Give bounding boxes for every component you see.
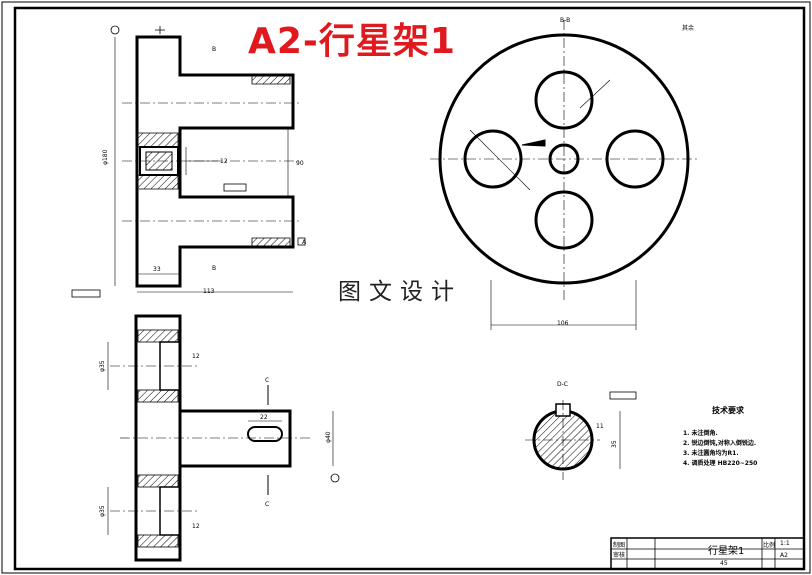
dim-hole-dia-bottom: φ35 (99, 505, 106, 517)
title-block-material: 45 (720, 560, 728, 567)
roughness-note: 其余 (682, 24, 694, 32)
dim-circle-width: 106 (557, 320, 569, 327)
circular-view (430, 20, 700, 330)
label-a: A (302, 239, 307, 246)
label-section-top: B-B (560, 17, 570, 24)
dim-hole-12-top: 12 (192, 353, 200, 360)
watermark-text: 图文设计 (338, 279, 462, 305)
dim-hole-dia-top: φ35 (99, 360, 106, 372)
tech-requirements-title: 技术要求 (712, 406, 744, 415)
dim-key-width: 11 (596, 423, 604, 430)
label-b-top: B (212, 46, 216, 53)
tech-requirement-item: 1. 未注倒角. (683, 430, 718, 437)
shaft-section-view (107, 314, 340, 562)
title-block-drawn-by: 制图 (613, 542, 626, 549)
title-block-sheet: A2 (780, 552, 788, 559)
tech-requirement-item: 2. 锐边倒钝,对称入倒锐边. (683, 440, 757, 447)
label-dc: D-C (557, 381, 568, 388)
tech-requirement-item: 3. 未注圆角均为R1. (683, 450, 739, 457)
drawing-title: A2-行星架1 (248, 21, 456, 62)
dim-key-depth: 35 (611, 440, 618, 448)
tech-requirement-item: 4. 调质处理 HB220~250 (683, 460, 758, 467)
label-b-bottom: B (212, 265, 216, 272)
dim-keyway-22: 22 (260, 414, 268, 421)
front-section-view (71, 25, 306, 298)
shaft-body (178, 409, 292, 468)
title-block-scale-label: 比例 (763, 542, 776, 549)
label-c-bottom: C (265, 501, 269, 508)
shaft-cross-section (525, 391, 637, 480)
dim-height-90: 90 (296, 160, 304, 167)
keyway (247, 426, 283, 442)
inner-border (13, 6, 806, 571)
dim-shaft-dia: φ40 (325, 431, 332, 443)
title-block-checked-by: 审核 (613, 552, 626, 559)
dim-bottom-width: 113 (203, 288, 215, 295)
title-block-scale-value: 1:1 (780, 540, 790, 547)
dim-hole-12-bottom: 12 (192, 523, 200, 530)
title-block-part-name: 行星架1 (708, 546, 745, 557)
label-c-top: C (265, 377, 269, 384)
title-block (610, 537, 805, 570)
dim-bore-12: 12 (220, 158, 228, 165)
dim-width-33: 33 (153, 266, 161, 273)
dim-large-dia: φ180 (102, 149, 109, 165)
